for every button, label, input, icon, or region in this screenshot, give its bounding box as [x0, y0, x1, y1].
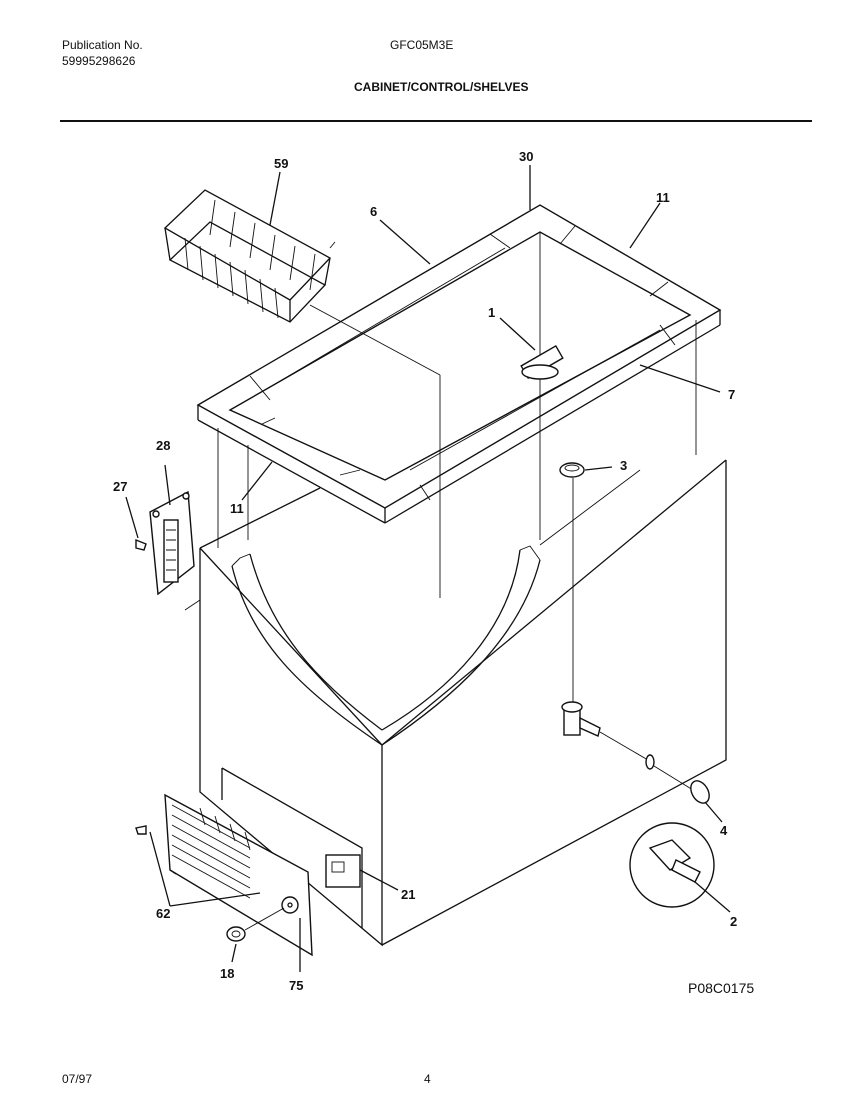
header-rule	[60, 120, 812, 122]
publication-number: 59995298626	[62, 54, 136, 68]
callouts: 59 30 6 11 1 7 28 3 27 11 4 2 21 62 18 7…	[113, 149, 754, 996]
model-number: GFC05M3E	[390, 38, 454, 52]
drain-cap-detail	[629, 822, 731, 913]
washer	[690, 780, 723, 823]
callout-1: 1	[488, 305, 495, 320]
callout-6: 6	[370, 204, 377, 219]
callout-2: 2	[730, 914, 737, 929]
drain-plug	[559, 462, 613, 478]
section-title: CABINET/CONTROL/SHELVES	[354, 80, 529, 94]
access-grille	[135, 793, 313, 957]
breaker-frame	[196, 204, 722, 524]
callout-3: 3	[620, 458, 627, 473]
callout-30: 30	[519, 149, 533, 164]
grommet	[226, 907, 285, 942]
callout-18: 18	[220, 966, 234, 981]
hinge	[125, 464, 195, 596]
control-knob	[499, 317, 564, 380]
callout-11-top: 11	[656, 190, 670, 205]
callout-21: 21	[401, 887, 415, 902]
leader-lines	[149, 165, 721, 972]
machine-compartment	[221, 767, 363, 928]
cabinet-body	[184, 459, 727, 947]
callout-75: 75	[289, 978, 303, 993]
callout-4: 4	[720, 823, 728, 838]
callout-59: 59	[274, 156, 288, 171]
footer-page-number: 4	[424, 1072, 431, 1086]
publication-label: Publication No.	[62, 38, 143, 52]
footer-date: 07/97	[62, 1072, 93, 1086]
callout-27: 27	[113, 479, 127, 494]
callout-11-left: 11	[230, 501, 244, 516]
relay	[325, 854, 399, 891]
callout-7: 7	[728, 387, 735, 402]
drawing-code: P08C0175	[688, 980, 754, 996]
callout-62: 62	[156, 906, 170, 921]
guide-lines	[217, 232, 697, 705]
drain-fitting	[561, 701, 694, 791]
basket	[163, 189, 336, 323]
callout-28: 28	[156, 438, 170, 453]
